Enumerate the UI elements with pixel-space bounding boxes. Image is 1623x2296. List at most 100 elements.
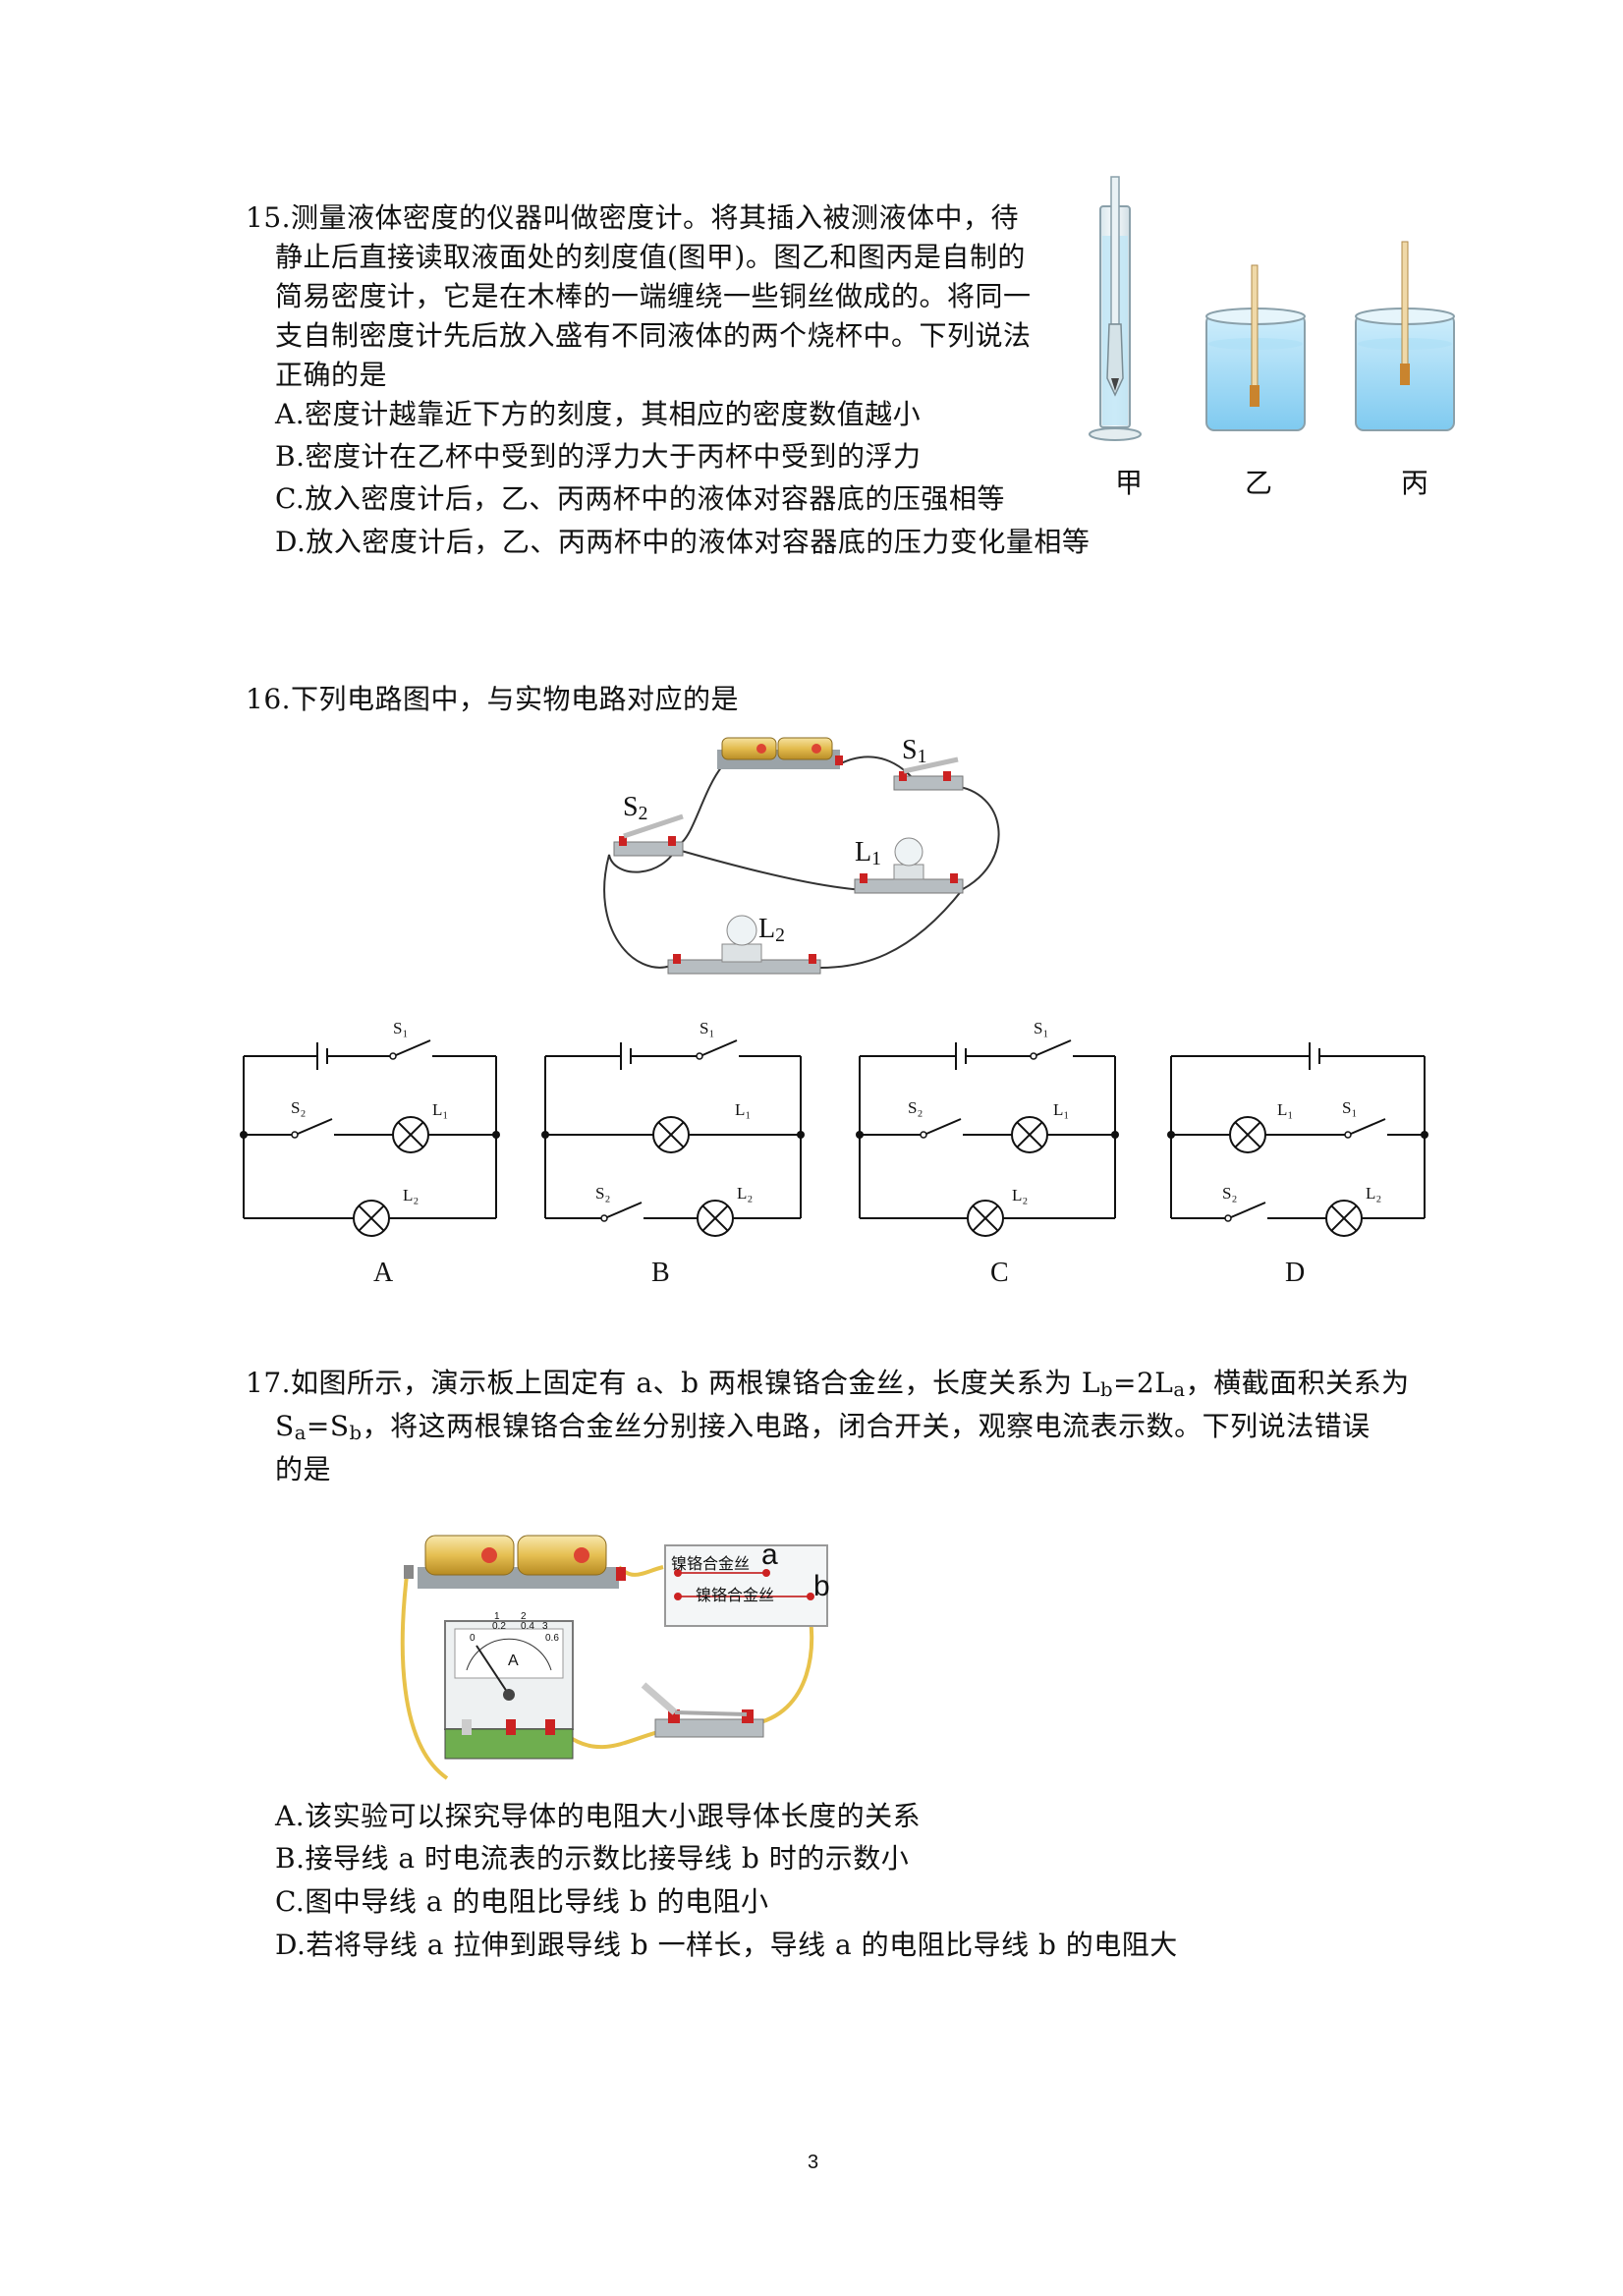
component-label: S₂: [908, 1098, 923, 1117]
photo-label-l1: L1: [855, 837, 881, 869]
junction-dot: [1167, 1131, 1175, 1139]
q17-experiment-figure: [400, 1535, 828, 1780]
option-letter-a: A: [373, 1258, 394, 1288]
beaker-bing: [1355, 241, 1455, 431]
junction-dot: [240, 1131, 248, 1139]
knife-switch: [641, 1682, 764, 1738]
component-label: L₂: [403, 1186, 419, 1204]
wire: [1330, 1204, 1358, 1232]
photo-label-l2: L2: [758, 914, 785, 946]
option-letter-c: C: [990, 1258, 1009, 1288]
board-label-wire-b: 镍铬合金丝: [696, 1586, 775, 1604]
wire: [1230, 1202, 1266, 1218]
component-label: L₂: [1012, 1186, 1028, 1204]
battery-pack: [717, 737, 843, 769]
meter-scale-0: 0: [470, 1633, 476, 1644]
q17-stem-line2: Sa=Sb，将这两根镍铬合金丝分别接入电路，闭合开关，观察电流表示数。下列说法错…: [275, 1410, 1371, 1444]
ammeter: [444, 1620, 574, 1760]
wire: [358, 1204, 385, 1232]
switch-pivot: [696, 1052, 703, 1060]
alloy-wire-board: [664, 1544, 828, 1627]
switch-s1: [893, 756, 964, 791]
q15-label-yi: 乙: [1245, 467, 1273, 499]
q15-stem-line: 简易密度计，它是在木棒的一端缠绕一些铜丝做成的。将同一: [275, 280, 1032, 312]
wire: [395, 1039, 431, 1056]
q15-stem-line: 支自制密度计先后放入盛有不同液体的两个烧杯中。下列说法: [275, 319, 1032, 352]
bulb-l1: [854, 837, 964, 894]
junction-dot: [1421, 1131, 1428, 1139]
q15-option-a: A.密度计越靠近下方的刻度，其相应的密度数值越小: [275, 398, 922, 430]
junction-dot: [541, 1131, 549, 1139]
q16-stem: 16.下列电路图中，与实物电路对应的是: [246, 683, 740, 715]
component-label: L₂: [737, 1184, 753, 1203]
q15-stem-line: 15.测量液体密度的仪器叫做密度计。将其插入被测液体中，待: [246, 201, 1020, 234]
component-label: L₁: [735, 1100, 751, 1119]
meter-scale-3: 3: [542, 1621, 548, 1632]
option-letter-b: B: [651, 1258, 670, 1288]
board-label-wire-a: 镍铬合金丝: [671, 1554, 751, 1573]
component-label: S₁: [1342, 1098, 1357, 1117]
q17-option-b: B.接导线 a 时电流表的示数比接导线 b 时的示数小: [275, 1842, 910, 1875]
q15-option-c: C.放入密度计后，乙、丙两杯中的液体对容器底的压强相等: [275, 482, 1005, 515]
junction-dot: [492, 1131, 500, 1139]
junction-dot: [856, 1131, 864, 1139]
meter-scale-1: 1: [494, 1611, 500, 1622]
q17-option-a: A.该实验可以探究导体的电阻大小跟导体长度的关系: [275, 1800, 922, 1832]
q15-figure: [1089, 176, 1455, 441]
meter-scale-2: 2: [521, 1611, 527, 1622]
q17-option-d: D.若将导线 a 拉伸到跟导线 b 一样长，导线 a 的电阻比导线 b 的电阻大: [275, 1929, 1178, 1961]
q15-option-d: D.放入密度计后，乙、丙两杯中的液体对容器底的压力变化量相等: [275, 526, 1091, 558]
q17-stem-line3: 的是: [275, 1453, 332, 1485]
photo-label-s2: S2: [623, 792, 648, 824]
component-label: S₁: [1034, 1019, 1048, 1037]
board-label-a: a: [761, 1539, 778, 1571]
switch-pivot: [1030, 1052, 1037, 1060]
component-label: S₂: [291, 1098, 306, 1117]
component-label: S₂: [1222, 1184, 1237, 1203]
component-label: S₁: [393, 1019, 408, 1037]
junction-dot: [797, 1131, 805, 1139]
component-label: L₁: [1277, 1100, 1293, 1119]
q15-label-jia: 甲: [1115, 467, 1144, 499]
component-label: S₁: [700, 1019, 714, 1037]
wire: [701, 1204, 729, 1232]
wire: [606, 1202, 643, 1218]
junction-dot: [1111, 1131, 1119, 1139]
component-label: L₁: [432, 1100, 448, 1119]
meter-scale-04: 0.4: [521, 1621, 534, 1632]
wire: [972, 1204, 999, 1232]
wire: [297, 1118, 333, 1135]
switch-pivot: [389, 1052, 397, 1060]
wire: [397, 1121, 424, 1148]
component-label: L₁: [1053, 1100, 1069, 1119]
switch-pivot: [291, 1131, 299, 1139]
q15-label-bing: 丙: [1401, 467, 1429, 499]
wire: [657, 1121, 685, 1148]
ammeter-label: A: [508, 1652, 519, 1669]
switch-pivot: [1224, 1214, 1232, 1222]
photo-label-s1: S1: [902, 735, 927, 767]
switch-pivot: [1344, 1131, 1352, 1139]
meter-scale-02: 0.2: [492, 1621, 506, 1632]
switch-pivot: [600, 1214, 608, 1222]
page-number: 3: [808, 2152, 819, 2173]
component-label: L₂: [1366, 1184, 1381, 1203]
wire: [925, 1118, 962, 1135]
q15-option-b: B.密度计在乙杯中受到的浮力大于丙杯中受到的浮力: [275, 440, 922, 473]
hydrometer-cylinder: [1089, 176, 1142, 441]
switch-s2: [613, 813, 684, 857]
q15-stem-line: 静止后直接读取液面处的刻度值(图甲)。图乙和图丙是自制的: [275, 241, 1026, 273]
switch-pivot: [920, 1131, 927, 1139]
q16-physical-circuit: [603, 737, 1000, 975]
wire: [1035, 1039, 1072, 1056]
option-letter-d: D: [1285, 1258, 1306, 1288]
wire: [701, 1039, 738, 1056]
wire: [1350, 1118, 1386, 1135]
meter-scale-06: 0.6: [545, 1633, 559, 1644]
battery-pack: [404, 1535, 626, 1589]
board-label-b: b: [813, 1570, 830, 1602]
wire: [1016, 1121, 1043, 1148]
q17-option-c: C.图中导线 a 的电阻比导线 b 的电阻小: [275, 1885, 769, 1918]
q17-stem-line1: 17.如图所示，演示板上固定有 a、b 两根镍铬合金丝，长度关系为 Lb=2La…: [246, 1367, 1410, 1401]
